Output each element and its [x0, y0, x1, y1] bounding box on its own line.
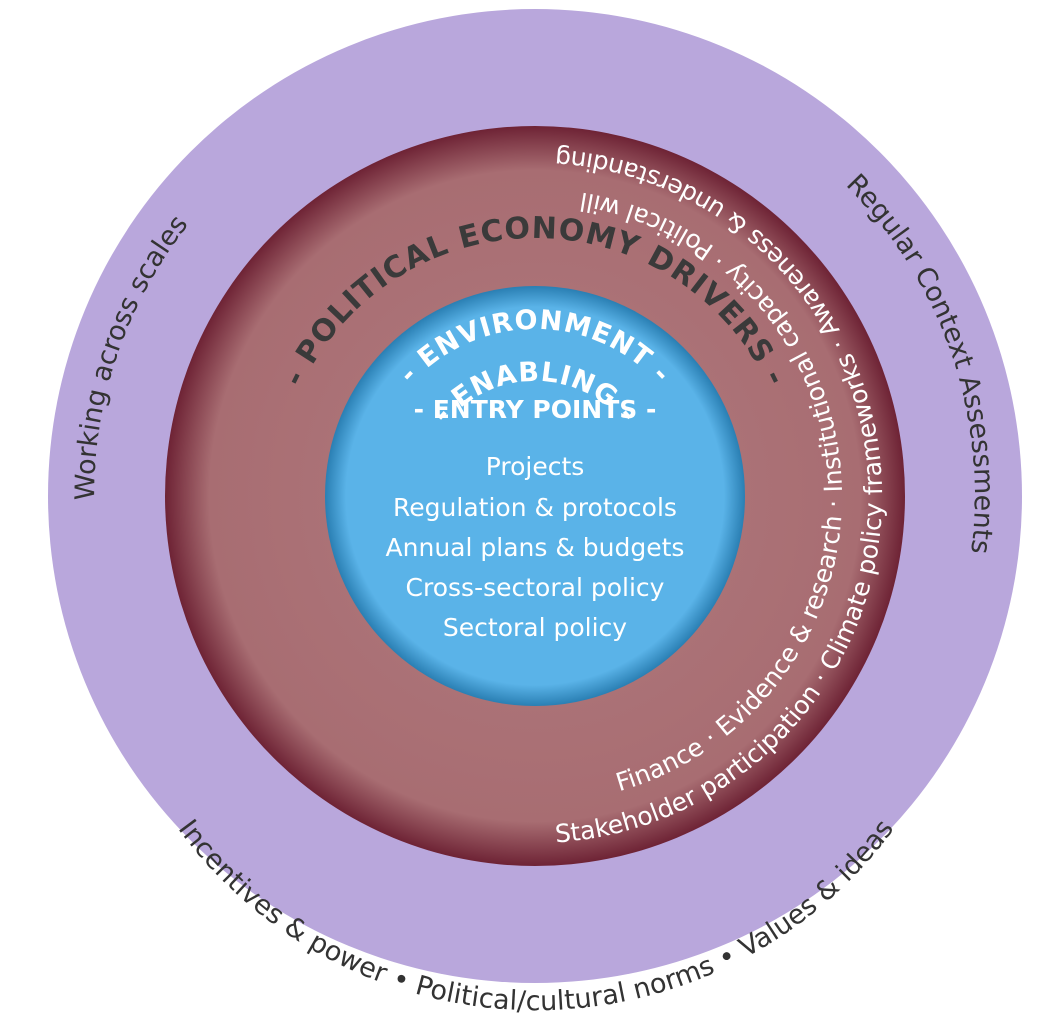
entry-point-item: Cross-sectoral policy — [406, 573, 665, 602]
entry-point-item: Annual plans & budgets — [386, 533, 685, 562]
entry-point-item: Projects — [486, 452, 585, 481]
entry-point-item: Regulation & protocols — [393, 493, 677, 522]
entry-points-title: - ENTRY POINTS - — [414, 395, 657, 424]
separator-dot: · — [819, 492, 848, 508]
entry-point-item: Sectoral policy — [443, 613, 627, 642]
inner-circle — [325, 286, 745, 706]
